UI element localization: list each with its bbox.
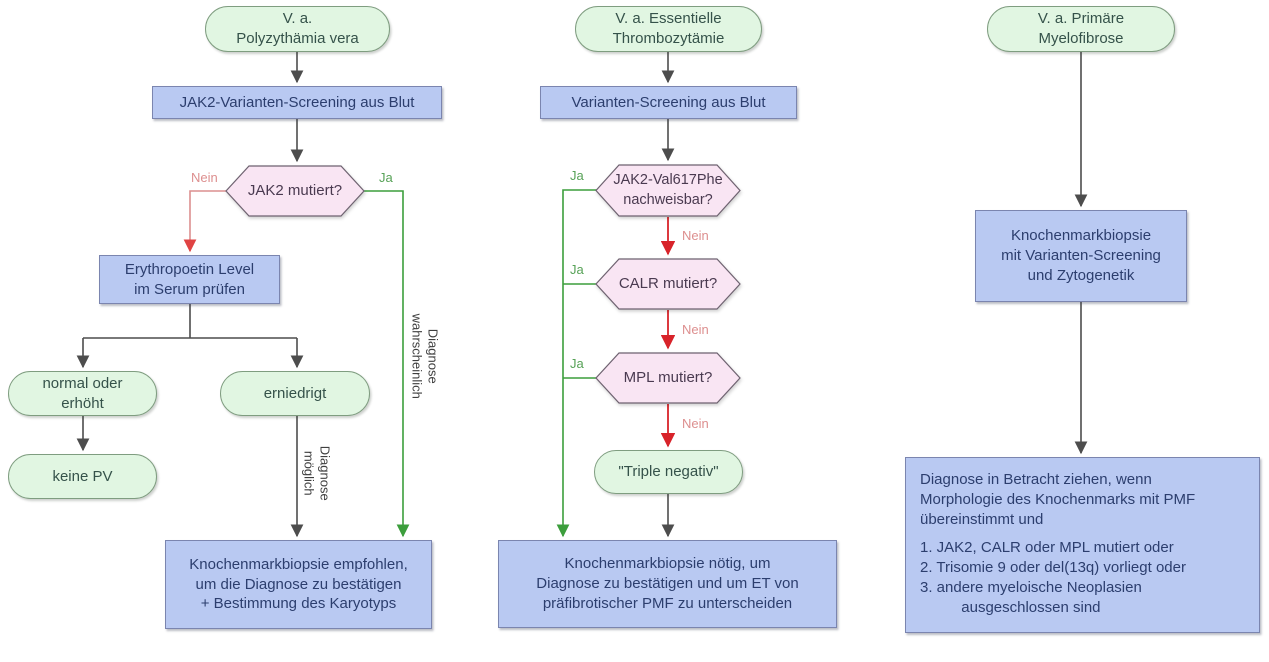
pv-edge-label-nein: Nein [189,170,220,186]
pmf-criteria-item-2: 2. Trisomie 9 oder del(13q) vorliegt ode… [920,559,1186,577]
pv-epo-check-node: Erythropoetin Level im Serum prüfen [99,255,280,304]
et-start-node: V. a. Essentielle Thrombozytämie [575,6,762,52]
hexagon-shape [595,164,741,217]
et-decision-jak2-hexagon: JAK2-Val617Phe nachweisbar? [595,164,741,217]
et-edge-label-nein-2: Nein [680,322,711,338]
et-decision-calr-label: CALR mutiert? [618,275,718,293]
et-decision-jak2-label: JAK2-Val617Phe nachweisbar? [613,172,723,208]
et-biopsy-node: Knochenmarkbiopsie nötig, um Diagnose zu… [498,540,837,628]
et-edge-label-ja-1: Ja [568,168,586,184]
et-triple-negative-node: "Triple negativ" [594,450,743,494]
et-edge-label-ja-3: Ja [568,356,586,372]
hexagon-shape [225,165,365,217]
arrow-et-ja-rail-to-biopsy [556,189,597,538]
pv-biopsy-recommendation-node: Knochenmarkbiopsie empfohlen, um die Dia… [165,540,432,629]
et-screening-node: Varianten-Screening aus Blut [540,86,797,119]
et-edge-label-nein-3: Nein [680,416,711,432]
arrow-pv-nein-to-epo [183,190,229,253]
pv-edge-label-diagnose-moeglich: Diagnose möglich [299,437,333,510]
arrow-pv-ja-to-biopsy [361,190,410,538]
pmf-start-node: V. a. Primäre Myelofibrose [987,6,1175,52]
pv-start-node: V. a. Polyzythämia vera [205,6,390,52]
et-decision-mpl-label: MPL mutiert? [623,369,713,387]
pmf-criteria-node: Diagnose in Betracht ziehen, wenn Morpho… [905,457,1260,633]
et-edge-label-nein-1: Nein [680,228,711,244]
pv-result-erniedrigt-node: erniedrigt [220,371,370,416]
pv-decision-label: JAK2 mutiert? [247,182,343,200]
et-decision-mpl-hexagon: MPL mutiert? [595,352,741,404]
pmf-criteria-item-1: 1. JAK2, CALR oder MPL mutiert oder [920,539,1174,557]
pmf-criteria-item-3: 3. andere myeloische Neoplasien ausgesch… [920,578,1142,616]
et-decision-calr-hexagon: CALR mutiert? [595,258,741,310]
pv-screening-node: JAK2-Varianten-Screening aus Blut [152,86,442,119]
hexagon-shape [595,258,741,310]
pmf-biopsy-node: Knochenmarkbiopsie mit Varianten-Screeni… [975,210,1187,302]
pv-keine-pv-node: keine PV [8,454,157,499]
pv-result-normal-node: normal oder erhöht [8,371,157,416]
pv-edge-label-ja: Ja [377,170,395,186]
pv-edge-label-diagnose-wahrscheinlich: Diagnose wahrscheinlich [407,301,441,412]
et-edge-label-ja-2: Ja [568,262,586,278]
pv-decision-jak2-hexagon: JAK2 mutiert? [225,165,365,217]
pmf-criteria-intro: Diagnose in Betracht ziehen, wenn Morpho… [920,471,1196,528]
hexagon-shape [595,352,741,404]
